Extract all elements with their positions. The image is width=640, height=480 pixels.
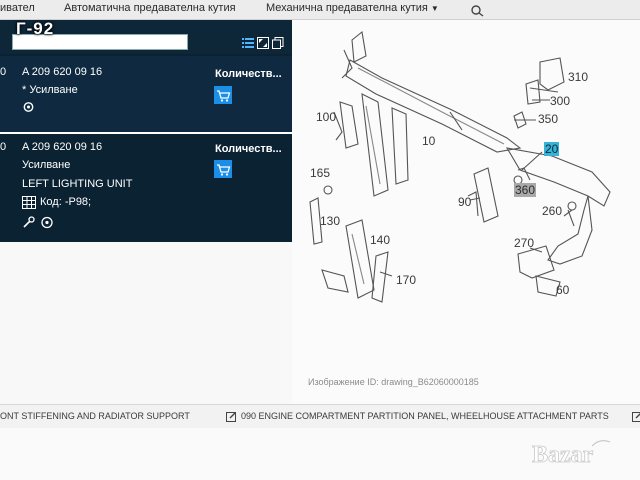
diagram-drawing — [309, 30, 611, 303]
panel-header — [0, 20, 292, 54]
chevron-down-icon: ▼ — [430, 4, 439, 13]
parts-list-panel: 0 A 209 620 09 16 * Усилване Количеств..… — [0, 20, 292, 242]
expand-icon[interactable] — [257, 37, 269, 49]
diagram-callout-300[interactable]: 300 — [550, 94, 571, 108]
part-position: 0 — [0, 141, 7, 153]
left-blank-area — [0, 242, 292, 410]
wheel-icon — [41, 216, 53, 229]
edit-icon[interactable] — [226, 411, 237, 422]
diagram-callout-140[interactable]: 140 — [370, 233, 391, 247]
group-navigation-bar: ONT STIFFENING AND RADIATOR SUPPORT 090 … — [0, 404, 640, 428]
diagram-callout-90[interactable]: 90 — [458, 195, 472, 209]
tab-partial[interactable]: ивател — [0, 2, 35, 14]
diagram-callout-260[interactable]: 260 — [542, 204, 563, 218]
seller-watermark: Г-92 — [16, 19, 55, 38]
group-link-engine-compartment[interactable]: 090 ENGINE COMPARTMENT PARTITION PANEL, … — [241, 411, 609, 421]
part-number: A 209 620 09 16 — [22, 141, 103, 153]
settings-icon[interactable] — [470, 3, 484, 17]
drawing-id-caption: Изображение ID: drawing_B62060000185 — [308, 377, 479, 387]
tab-manual-transmission[interactable]: Механична предавателна кутия▼ — [266, 2, 439, 14]
wrench-icon — [23, 102, 34, 112]
wrench-icon — [23, 216, 35, 228]
diagram-callout-10[interactable]: 10 — [422, 134, 436, 148]
copy-icon[interactable] — [272, 37, 284, 49]
search-input[interactable] — [12, 34, 188, 50]
diagram-callout-100[interactable]: 100 — [316, 110, 337, 124]
part-position: 0 — [0, 66, 7, 78]
top-tab-bar: ивател Автоматична предавателна кутия Ме… — [0, 0, 640, 20]
diagram-callout-170[interactable]: 170 — [396, 273, 417, 287]
svg-text:Bazar: Bazar — [532, 442, 594, 468]
diagram-callout-130[interactable]: 130 — [320, 214, 341, 228]
part-note: LEFT LIGHTING UNIT — [22, 178, 133, 190]
lower-blank-area — [0, 428, 640, 480]
diagram-callout-20[interactable]: 20 — [544, 142, 560, 156]
cart-icon — [217, 90, 231, 102]
bazar-logo: Bazar — [532, 440, 611, 468]
diagram-callout-60[interactable]: 60 — [556, 283, 570, 297]
row-divider — [0, 132, 292, 134]
diagram-callout-310[interactable]: 310 — [568, 70, 589, 84]
diagram-callout-350[interactable]: 350 — [538, 112, 559, 126]
edit-icon[interactable] — [632, 411, 640, 422]
parts-diagram[interactable]: 310 300 350 100 10 20 165 360 90 260 130… — [292, 20, 640, 392]
grid-icon — [22, 196, 36, 209]
add-to-cart-button[interactable] — [214, 86, 232, 104]
list-view-icon[interactable] — [242, 37, 254, 49]
part-name: Усилване — [22, 159, 71, 171]
diagram-callout-360[interactable]: 360 — [514, 183, 537, 197]
part-number: A 209 620 09 16 — [22, 66, 103, 78]
cart-icon — [217, 164, 231, 176]
group-link-stiffening[interactable]: ONT STIFFENING AND RADIATOR SUPPORT — [0, 411, 190, 421]
diagram-callout-165[interactable]: 165 — [310, 166, 331, 180]
quantity-label: Количеств... — [215, 143, 282, 155]
quantity-label: Количеств... — [215, 68, 282, 80]
part-row-1[interactable]: 0 A 209 620 09 16 * Усилване Количеств..… — [0, 56, 292, 132]
tab-manual-transmission-label: Механична предавателна кутия — [266, 2, 428, 14]
part-name: * Усилване — [22, 84, 78, 96]
part-row-2[interactable]: 0 A 209 620 09 16 Усилване LEFT LIGHTING… — [0, 134, 292, 242]
tab-automatic-transmission[interactable]: Автоматична предавателна кутия — [64, 2, 236, 14]
add-to-cart-button[interactable] — [214, 160, 232, 178]
part-code: Код: -P98; — [40, 196, 92, 208]
diagram-callout-270[interactable]: 270 — [514, 236, 535, 250]
